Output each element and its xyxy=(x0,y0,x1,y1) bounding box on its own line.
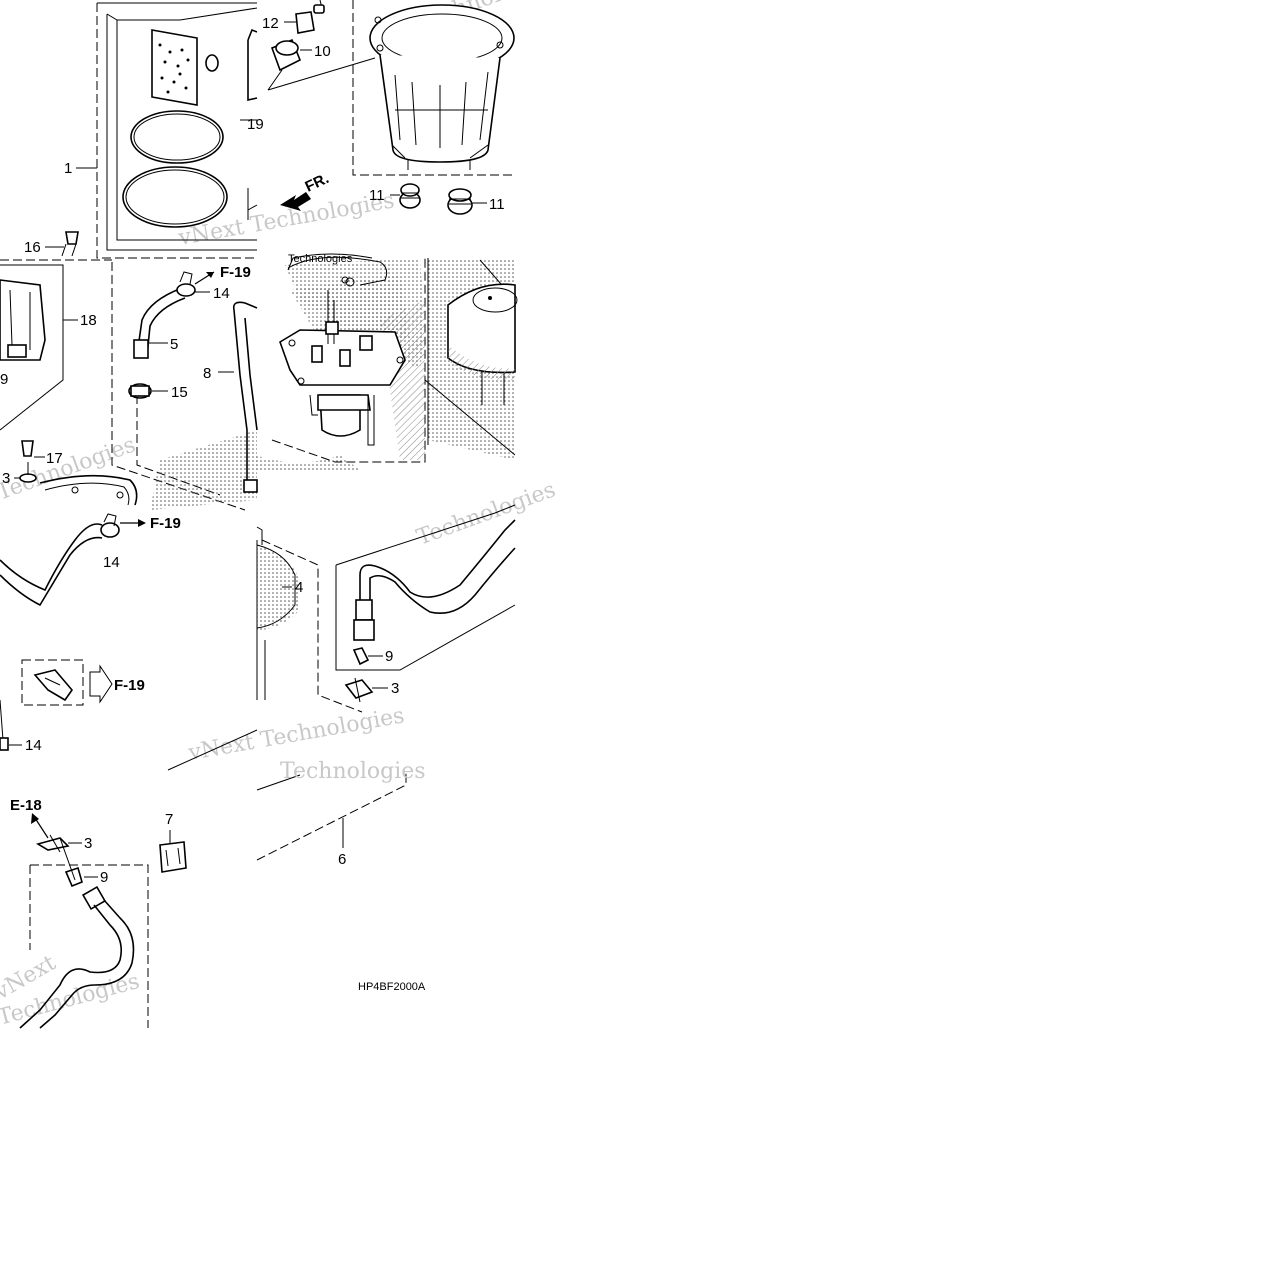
tank-cutaway xyxy=(424,258,518,460)
hose-group-bottom: E-18 3 9 xyxy=(10,797,149,1029)
hose-group-middle: 14 F-19 F-19 14 xyxy=(0,513,258,771)
callout-7: 7 xyxy=(165,811,173,828)
callout-14: 14 xyxy=(25,737,42,754)
callout-16: 16 xyxy=(24,239,41,256)
clamp-15 xyxy=(128,383,152,399)
callout-15: 15 xyxy=(171,384,188,401)
part-6-frame: Technologies 6 xyxy=(256,759,426,868)
callout-4: 4 xyxy=(295,579,303,596)
clamp-14-middle xyxy=(100,513,120,538)
part-7: 7 xyxy=(159,811,187,873)
callout-3: 3 xyxy=(391,680,399,697)
ref-e18: E-18 xyxy=(10,797,42,814)
kit-panel: 1 19 xyxy=(64,2,264,259)
grommet-11-right xyxy=(447,188,473,215)
callout-9: 9 xyxy=(100,869,108,886)
callout-6: 6 xyxy=(338,851,346,868)
callout-9: 9 xyxy=(0,371,8,388)
clip-9 xyxy=(352,647,370,666)
watermark-text: Technologies xyxy=(288,253,353,265)
callout-11: 11 xyxy=(369,187,385,204)
callout-11: 11 xyxy=(489,196,505,213)
clip-3 xyxy=(344,677,374,703)
clip-3-bottom xyxy=(35,834,70,853)
callout-18: 18 xyxy=(80,312,97,329)
callout-10: 10 xyxy=(314,43,331,60)
part-12 xyxy=(295,11,315,34)
pump-detail: Technologies xyxy=(255,253,426,470)
small-o-ring xyxy=(205,54,219,72)
callout-3: 3 xyxy=(2,470,10,487)
callout-1: 1 xyxy=(64,160,72,177)
o-ring-upper xyxy=(130,110,224,164)
callout-8: 8 xyxy=(203,365,211,382)
callout-9: 9 xyxy=(385,648,393,665)
ref-f19: F-19 xyxy=(150,515,181,532)
diagram-code: HP4BF2000A xyxy=(358,981,426,993)
joint-parts: 12 10 FR. xyxy=(262,0,376,211)
callout-12: 12 xyxy=(262,15,279,32)
callout-14: 14 xyxy=(103,554,120,571)
watermark-text: Technologies xyxy=(280,759,426,784)
part-4: 4 xyxy=(256,526,363,713)
callout-17: 17 xyxy=(46,450,63,467)
watermark-text: Technologies xyxy=(414,477,559,550)
callout-5: 5 xyxy=(170,336,178,353)
gasket-sheet xyxy=(151,29,198,106)
fuel-pump-assembly: 11 11 xyxy=(352,0,515,215)
callout-14: 14 xyxy=(213,285,230,302)
ref-f19: F-19 xyxy=(114,677,145,694)
part-18 xyxy=(0,279,46,361)
watermark-text: Technologies xyxy=(0,432,139,505)
clamp-14-top xyxy=(176,271,196,297)
left-parts: 16 18 9 17 3 xyxy=(0,231,112,487)
base-gasket-ring xyxy=(39,474,138,506)
front-label: FR. xyxy=(303,170,332,196)
ref-f19: F-19 xyxy=(220,264,251,281)
hose-group-top: 5 14 F-19 15 8 xyxy=(111,262,258,511)
fuel-line-right: 9 3 xyxy=(335,504,516,703)
grommet-11-left xyxy=(399,183,421,209)
callout-3: 3 xyxy=(84,835,92,852)
watermark-text: vNext Technologies xyxy=(186,703,407,766)
o-ring-lower xyxy=(122,166,228,228)
callout-19: 19 xyxy=(247,116,264,133)
